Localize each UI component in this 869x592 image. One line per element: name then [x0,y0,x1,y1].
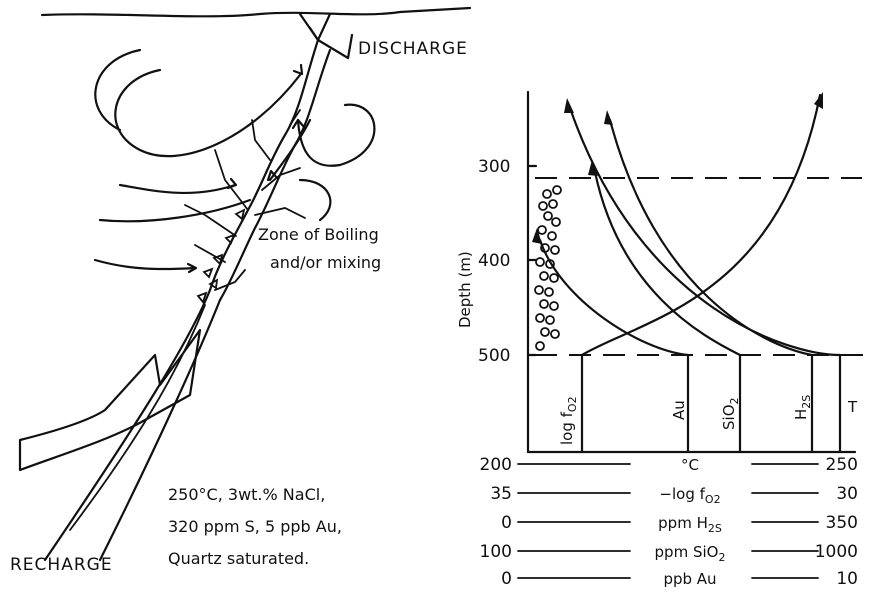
feeder-conduit-branch [69,304,206,531]
scale-left-value: 200 [480,455,512,475]
depth-tick-400: 400 [478,251,510,271]
bubble [552,185,562,195]
bubble [534,285,544,295]
main-fault-upper-strand [208,38,320,292]
bubble [551,217,561,227]
bubble [539,271,549,281]
recharge-label: RECHARGE [10,555,113,575]
bubble [543,211,553,221]
depth-tick-300: 300 [478,157,510,177]
bubble [535,257,545,267]
breccia-fragments [196,208,246,304]
scale-right-value: 10 [836,569,858,589]
au-label: Au [670,400,688,420]
bubble [544,287,554,297]
fracture-branch [261,167,301,191]
scale-row: 200 250 °C [480,455,858,475]
bubble [547,231,557,241]
bubble [548,199,558,209]
t-label: T [847,398,858,416]
scale-right-value: 350 [826,513,858,533]
conditions-line2: 320 ppm S, 5 ppb Au, [168,517,342,536]
sio2-label: SiO2 [720,398,741,431]
feeder-conduit-left [43,288,212,562]
boiling-bubbles [534,185,562,351]
logfo2-curve [580,93,822,357]
h2s-curve [608,118,814,357]
scale-name: °C [681,456,699,474]
recharge-arrow [18,328,202,472]
fracture-branch [289,109,301,126]
depth-tick-500: 500 [478,346,510,366]
conditions-line1: 250°C, 3wt.% NaCl, [168,485,325,504]
t-curve [568,106,842,357]
scale-row: 0 10 ppb Au [501,569,858,589]
bubble [539,299,549,309]
fracture-branch [184,204,237,237]
ground-surface [40,6,472,18]
fracture-branch [214,269,246,291]
convection-flow-arrows [93,48,376,274]
curve-arrowheads [532,92,823,244]
bubble [538,201,548,211]
scale-name: ppm H2S [658,514,722,535]
fracture-branch [194,244,226,263]
scale-left-value: 0 [501,569,512,589]
bubble [537,225,547,235]
bubble [550,245,560,255]
bubble [535,313,545,323]
scale-left-value: 100 [480,542,512,562]
bubble [545,315,555,325]
fracture-branch [254,207,306,219]
fracture-branch [251,119,271,161]
logfo2-label: log fO2 [558,396,579,445]
vent-branch [316,33,354,60]
bubble [535,341,545,351]
vent-branch [308,26,320,42]
scale-left-value: 35 [490,484,512,504]
scale-name: ppm SiO2 [655,543,726,564]
scale-right-value: 1000 [815,542,858,562]
h2s-label: H2S [792,395,813,420]
scale-left-value: 0 [501,513,512,533]
zone-label-line1: Zone of Boiling [258,225,379,244]
bubble [540,327,550,337]
au-curve [538,238,690,357]
scale-row: 100 1000 ppm SiO2 [480,542,858,564]
scale-row: 35 30 −log fO2 [490,484,858,506]
scale-name: −log fO2 [659,485,720,506]
scale-name: ppb Au [663,570,716,588]
sio2-curve [593,170,742,357]
discharge-label: DISCHARGE [358,39,468,59]
fracture-branch [214,149,249,211]
scale-right-value: 30 [836,484,858,504]
bubble [550,329,560,339]
scale-row: 0 350 ppm H2S [501,513,858,535]
vein-system-sketch [18,6,472,562]
scale-right-value: 250 [826,455,858,475]
zone-label-line2: and/or mixing [270,253,381,272]
bubble [542,189,552,199]
conditions-line3: Quartz saturated. [168,549,309,568]
bubble [549,273,559,283]
main-fault-lower-strand [218,48,332,302]
bubble [549,301,559,311]
depth-axis-label: Depth (m) [456,251,474,328]
depth-profile-chart [526,90,869,454]
